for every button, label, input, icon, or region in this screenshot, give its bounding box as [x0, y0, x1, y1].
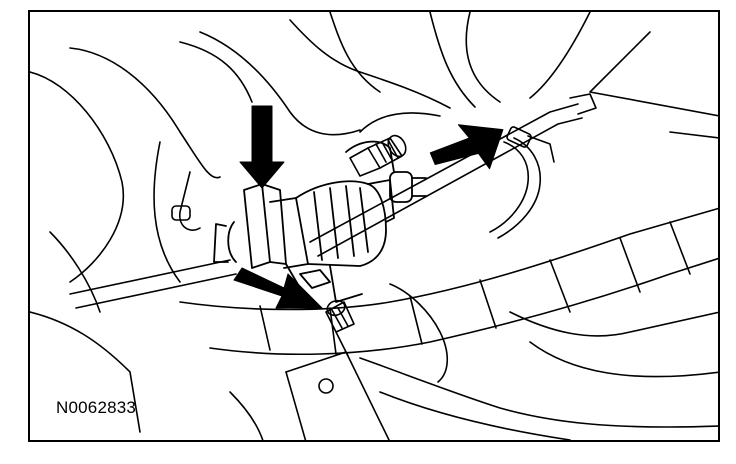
hose-duct	[179, 207, 718, 383]
figure-id-label: N0062833	[56, 398, 137, 417]
callout-arrows	[233, 105, 504, 309]
arrow-fitting-lower	[233, 267, 323, 309]
figure-frame: N0062833	[28, 10, 720, 442]
background-structure	[30, 12, 718, 433]
arrow-fitting-right	[429, 124, 504, 170]
wiring-harness	[489, 126, 555, 239]
arrow-connector-top	[239, 105, 285, 189]
actuator-rod	[69, 93, 597, 309]
lower-bracket	[229, 351, 718, 440]
service-illustration	[30, 12, 718, 440]
fitting-upper	[349, 134, 407, 177]
fitting-lower	[325, 299, 355, 357]
